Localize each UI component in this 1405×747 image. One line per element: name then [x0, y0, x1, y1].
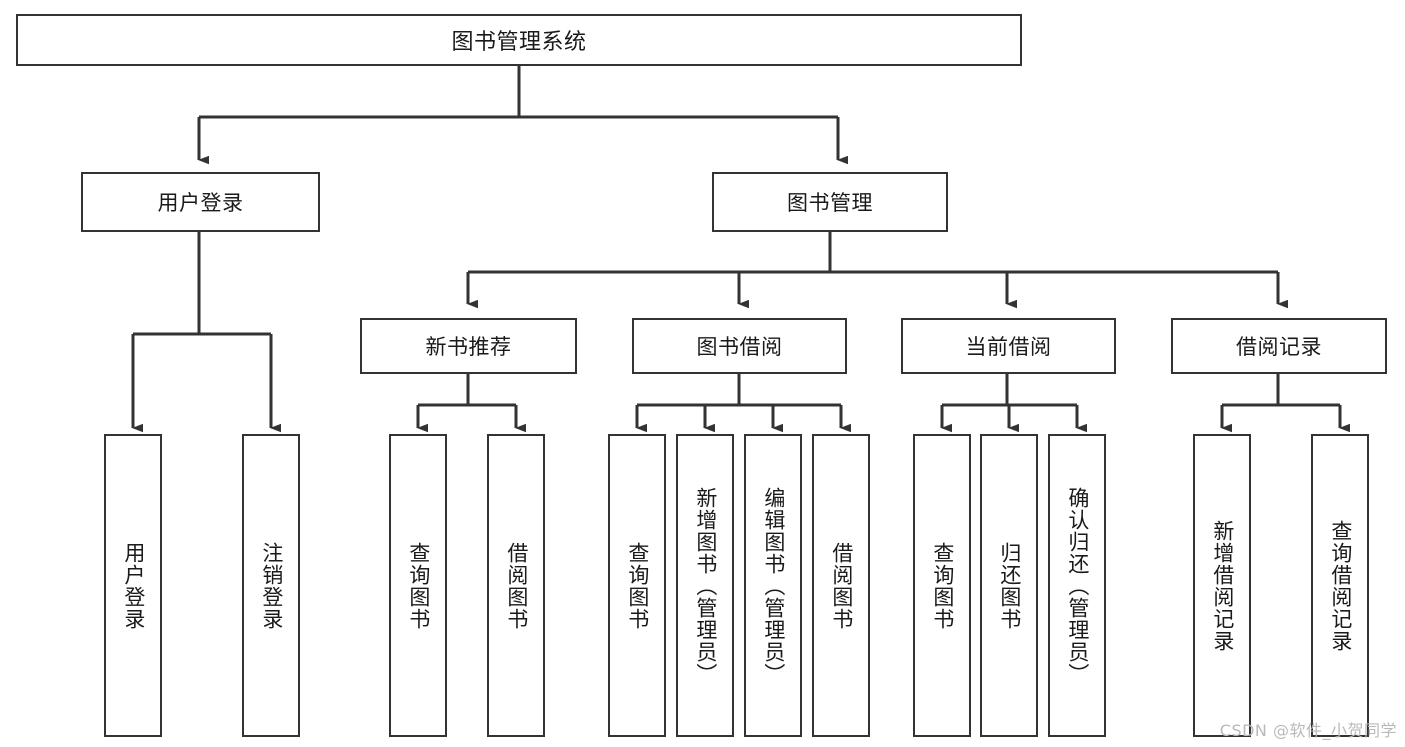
node-leaf-add-record[interactable]: 新增借阅记录 — [1193, 434, 1251, 737]
node-leaf-borrow-book-2[interactable]: 借阅图书 — [812, 434, 870, 737]
node-book-manage[interactable]: 图书管理 — [712, 172, 948, 232]
node-leaf-logout[interactable]: 注销登录 — [242, 434, 300, 737]
node-leaf-query-book-2[interactable]: 查询图书 — [608, 434, 666, 737]
node-leaf-add-book[interactable]: 新增图书（管理员） — [676, 434, 734, 737]
node-leaf-borrow-book-1[interactable]: 借阅图书 — [487, 434, 545, 737]
node-book-borrow[interactable]: 图书借阅 — [632, 318, 847, 374]
node-leaf-query-book-1[interactable]: 查询图书 — [389, 434, 447, 737]
node-root[interactable]: 图书管理系统 — [16, 14, 1022, 66]
node-leaf-return-book[interactable]: 归还图书 — [980, 434, 1038, 737]
node-borrow-record[interactable]: 借阅记录 — [1171, 318, 1387, 374]
node-new-book-recommend[interactable]: 新书推荐 — [360, 318, 577, 374]
watermark-text: CSDN @软件_小贺同学 — [1219, 721, 1397, 740]
node-leaf-user-login[interactable]: 用户登录 — [104, 434, 162, 737]
node-leaf-edit-book[interactable]: 编辑图书（管理员） — [744, 434, 802, 737]
node-leaf-query-record[interactable]: 查询借阅记录 — [1311, 434, 1369, 737]
node-user-login[interactable]: 用户登录 — [81, 172, 320, 232]
node-leaf-confirm-return[interactable]: 确认归还（管理员） — [1048, 434, 1106, 737]
node-current-borrow[interactable]: 当前借阅 — [901, 318, 1116, 374]
node-leaf-query-book-3[interactable]: 查询图书 — [913, 434, 971, 737]
